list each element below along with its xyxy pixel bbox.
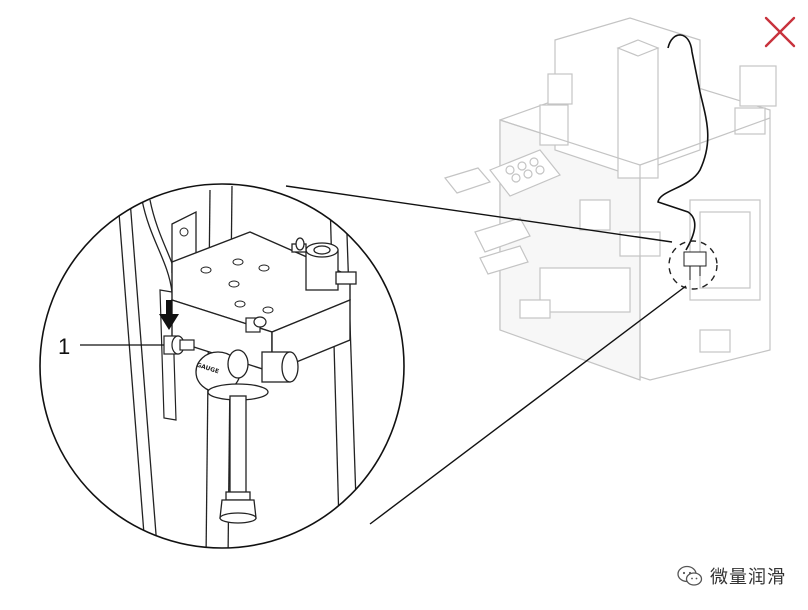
zoom-circle-outline (39, 183, 405, 549)
wechat-icon (677, 565, 703, 586)
cable (657, 34, 709, 251)
machine-illustration (443, 17, 777, 381)
down-arrow-icon (159, 300, 179, 330)
detail-highlight-circle (668, 240, 718, 290)
close-icon (764, 16, 796, 48)
zoom-leader-bottom (369, 285, 687, 525)
watermark: 微量润滑 (676, 560, 786, 592)
zoom-leader-top (285, 185, 673, 243)
device-small (683, 251, 707, 280)
close-button[interactable] (760, 12, 800, 52)
zoom-detail (40, 184, 404, 548)
callout-number: 1 (58, 334, 71, 359)
watermark-text: 微量润滑 (710, 567, 786, 588)
